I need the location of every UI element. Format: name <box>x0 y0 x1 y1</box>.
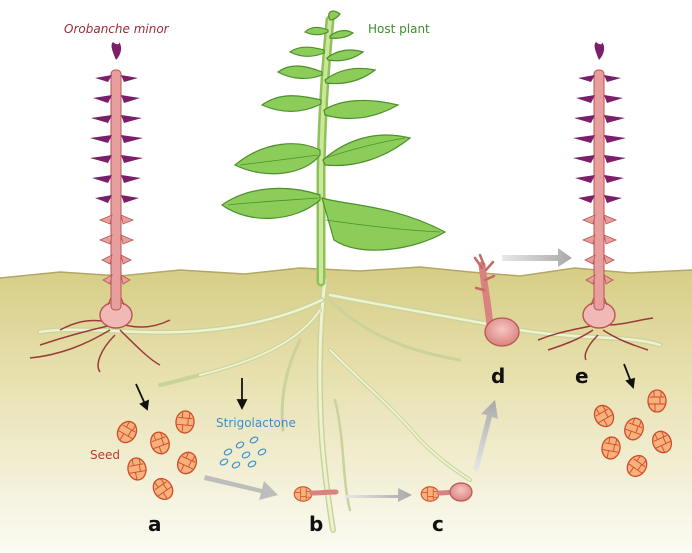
host-roots <box>37 277 663 533</box>
germinating-seed-stage-b <box>293 486 339 502</box>
orobanche-plant-left <box>29 42 171 373</box>
orobanche-plant-right <box>537 42 654 361</box>
stage-label-a: a <box>148 512 162 536</box>
species-label: Orobanche minor <box>64 22 169 36</box>
soil <box>0 267 692 553</box>
black-arrows <box>135 363 636 411</box>
grey-arrows <box>204 248 572 502</box>
strigolactone-molecules <box>219 436 267 469</box>
stage-label-d: d <box>491 364 506 388</box>
strigolactone-label: Strigolactone <box>216 416 296 430</box>
attached-seedling-stage-c <box>420 482 473 502</box>
orobanche-shoot-stage-d <box>473 253 520 347</box>
host-plant-label: Host plant <box>368 22 430 36</box>
seed-label: Seed <box>90 448 120 462</box>
host-leaves <box>220 10 447 251</box>
stage-label-c: c <box>432 512 444 536</box>
stage-label-b: b <box>309 512 324 536</box>
stage-label-e: e <box>575 364 589 388</box>
